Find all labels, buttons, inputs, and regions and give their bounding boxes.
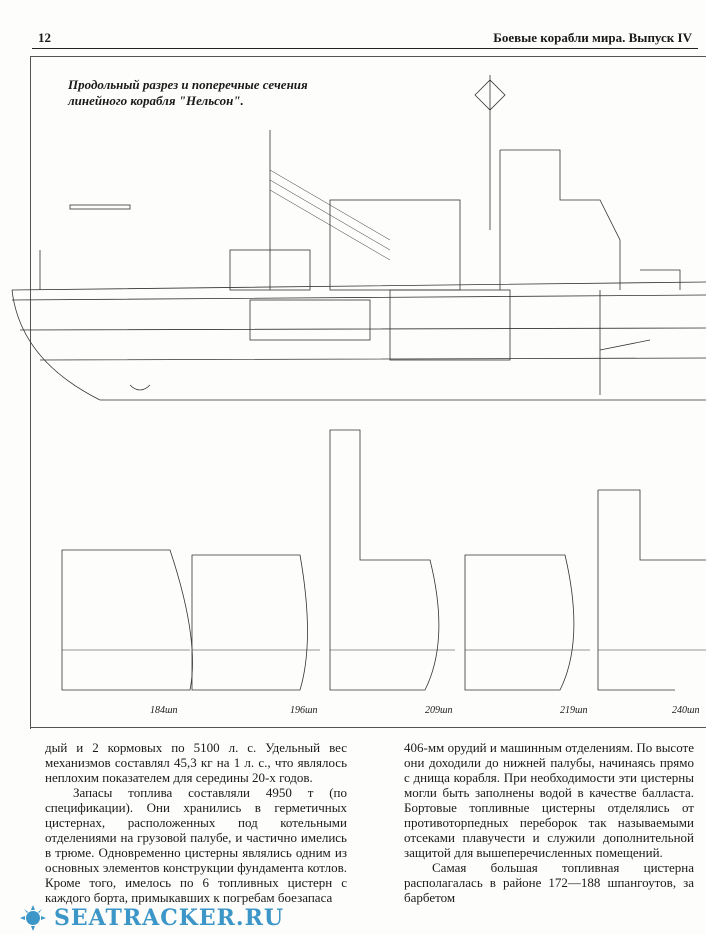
section-label-240: 240шп	[672, 705, 700, 716]
figure-frame	[30, 56, 706, 729]
paragraph: Запасы топлива составляли 4950 т (по спе…	[45, 785, 347, 905]
figure-caption: Продольный разрез и поперечные сечения л…	[68, 77, 308, 109]
watermark-sun-icon	[20, 905, 46, 931]
cross-sections	[61, 429, 706, 691]
ship-drawing	[11, 75, 706, 691]
section-label-209: 209шп	[425, 705, 453, 716]
header-rule	[32, 48, 698, 49]
section-label-184: 184шп	[150, 705, 178, 716]
longitudinal-section	[11, 75, 706, 401]
watermark-row: SEATRACKER.RU	[20, 904, 284, 932]
caption-line-1: Продольный разрез и поперечные сечения	[68, 77, 308, 92]
caption-line-2: линейного корабля "Нельсон".	[68, 93, 244, 108]
watermark: SEATRACKER.RU	[54, 905, 285, 931]
text-column-right: 406-мм орудий и машинным отделениям. По …	[404, 740, 694, 905]
paragraph: дый и 2 кормовых по 5100 л. с. Удельный …	[45, 740, 347, 785]
page-number: 12	[38, 30, 51, 45]
section-label-196: 196шп	[290, 705, 318, 716]
section-label-219: 219шп	[560, 705, 588, 716]
text-column-left: дый и 2 кормовых по 5100 л. с. Удельный …	[45, 740, 347, 905]
paragraph: Самая большая топливная цистерна распола…	[404, 860, 694, 905]
paragraph: 406-мм орудий и машинным отделениям. По …	[404, 740, 694, 860]
figure-bottom-rule	[30, 727, 706, 728]
running-title: Боевые корабли мира. Выпуск IV	[493, 30, 692, 45]
